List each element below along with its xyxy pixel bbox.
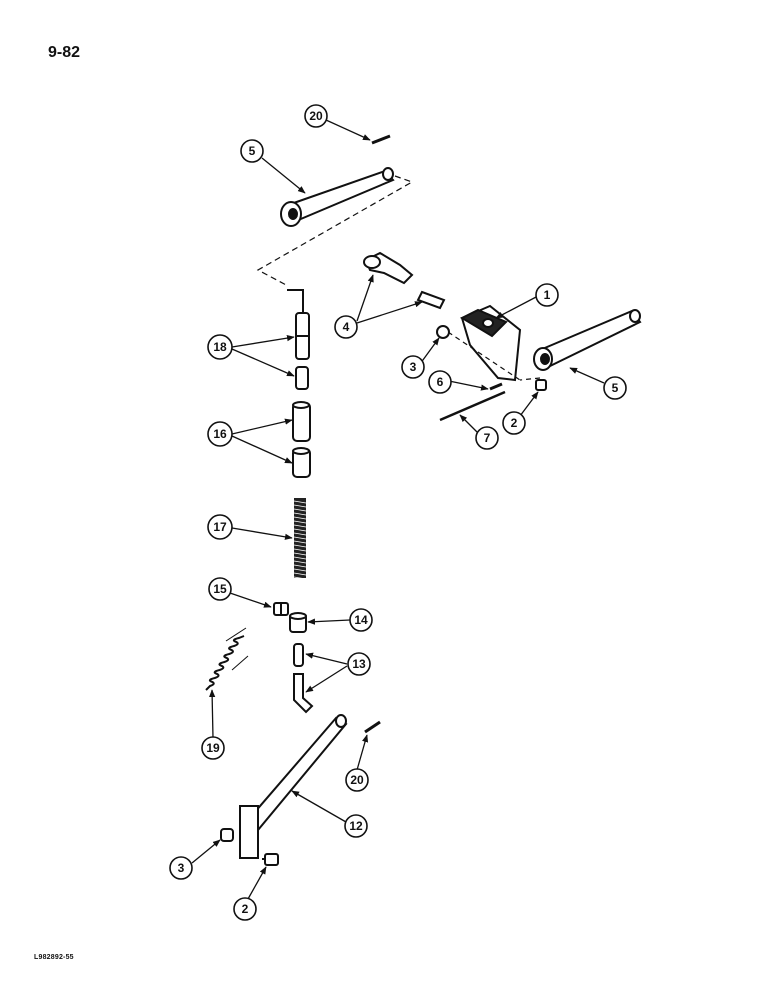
drawing-code: L982892-55 — [34, 954, 74, 961]
bracket-assembly — [459, 304, 522, 382]
pivot-pins — [363, 251, 446, 310]
cotter-pin-bottom — [364, 720, 381, 734]
svg-text:5: 5 — [249, 144, 256, 158]
spring — [205, 627, 249, 691]
callout-15: 15 — [208, 577, 232, 601]
svg-text:4: 4 — [343, 320, 350, 334]
callout-17: 17 — [207, 514, 233, 540]
svg-text:17: 17 — [213, 520, 227, 534]
bent-rod — [287, 289, 310, 390]
svg-text:3: 3 — [410, 360, 417, 374]
svg-text:2: 2 — [511, 416, 518, 430]
bolt-right — [535, 379, 547, 391]
svg-text:14: 14 — [354, 613, 368, 627]
dashed-connection — [256, 175, 414, 287]
dashed-connection-right — [447, 331, 541, 381]
svg-text:13: 13 — [352, 657, 366, 671]
bolt-lower — [262, 853, 279, 866]
cotter-pin-top — [371, 134, 391, 145]
small-pin — [489, 382, 503, 391]
svg-text:3: 3 — [178, 861, 185, 875]
callout-3-lower: 3 — [169, 856, 193, 880]
nut-lower — [220, 828, 234, 842]
pins — [293, 643, 314, 714]
callout-5-upper: 5 — [240, 139, 264, 163]
callout-3-right: 3 — [401, 355, 425, 379]
svg-text:2: 2 — [242, 902, 249, 916]
svg-text:1: 1 — [544, 288, 551, 302]
callout-5-right: 5 — [603, 376, 627, 400]
callout-12: 12 — [344, 814, 368, 838]
callout-1: 1 — [535, 283, 559, 307]
svg-text:20: 20 — [309, 109, 323, 123]
svg-text:19: 19 — [206, 741, 220, 755]
callout-20-top: 20 — [304, 104, 328, 128]
leader-lines — [191, 119, 605, 900]
callout-19: 19 — [201, 736, 225, 760]
svg-text:18: 18 — [213, 340, 227, 354]
svg-text:20: 20 — [350, 773, 364, 787]
svg-text:5: 5 — [612, 381, 619, 395]
spacer — [289, 612, 307, 633]
lower-arm — [239, 714, 348, 859]
nut-right — [436, 325, 450, 339]
callout-2-right: 2 — [502, 411, 526, 435]
callout-13: 13 — [347, 652, 371, 676]
callout-20-bottom: 20 — [345, 768, 369, 792]
nut — [273, 602, 289, 616]
callout-4: 4 — [334, 315, 358, 339]
callout-14: 14 — [349, 608, 373, 632]
threaded-rod — [293, 498, 307, 580]
lever-upper — [280, 167, 395, 227]
svg-text:6: 6 — [437, 375, 444, 389]
lever-right — [533, 309, 642, 371]
long-rod — [439, 390, 506, 422]
callout-16: 16 — [207, 421, 233, 447]
coupler-tubes — [292, 401, 311, 478]
svg-text:15: 15 — [213, 582, 227, 596]
svg-text:16: 16 — [213, 427, 227, 441]
callout-18: 18 — [207, 334, 233, 360]
callout-2-lower: 2 — [233, 897, 257, 921]
svg-text:7: 7 — [484, 431, 491, 445]
callout-6: 6 — [428, 370, 452, 394]
callout-7: 7 — [475, 426, 499, 450]
svg-text:12: 12 — [349, 819, 363, 833]
page-number: 9-82 — [48, 44, 81, 61]
